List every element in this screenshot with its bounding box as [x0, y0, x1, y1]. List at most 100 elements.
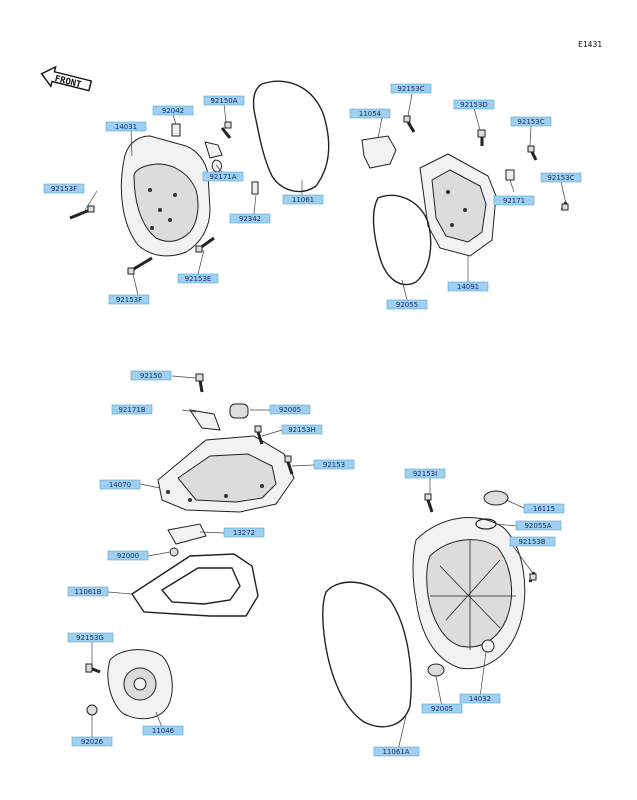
part-number-text: 11054: [359, 110, 382, 118]
part-label[interactable]: 11061: [282, 194, 324, 205]
part-label[interactable]: 92153E: [177, 273, 219, 284]
part-label-box: [459, 693, 501, 704]
part-label[interactable]: 92026: [71, 736, 113, 747]
part-label-box: [404, 468, 446, 479]
part-label[interactable]: 92153D: [453, 99, 495, 110]
part-label[interactable]: 92153H: [281, 424, 323, 435]
leader-line: [132, 273, 139, 296]
bolt-icon: [195, 373, 204, 393]
part-number-text: 92153B: [518, 538, 545, 546]
part-label[interactable]: 11054: [349, 108, 391, 119]
part-label[interactable]: 14091: [447, 281, 489, 292]
part-label[interactable]: 92342: [229, 213, 271, 224]
part-number-text: 92153E: [185, 275, 212, 283]
part-number-text: 13272: [233, 529, 255, 537]
part-label[interactable]: 92153F: [43, 183, 85, 194]
part-label[interactable]: 92153C: [390, 83, 432, 94]
part-label[interactable]: 92153G: [67, 632, 114, 643]
part-number-text: 92150A: [210, 97, 237, 105]
part-label[interactable]: 14070: [99, 479, 141, 490]
oil-seal-b: [427, 663, 445, 677]
part-number-text: 92153I: [413, 470, 437, 478]
part-label[interactable]: 92171A: [202, 171, 244, 182]
part-label[interactable]: 14032: [459, 693, 501, 704]
part-number-text: 16115: [533, 505, 555, 513]
part-label[interactable]: 92153F: [108, 294, 150, 305]
leader-line: [171, 375, 197, 379]
part-number-text: 92171B: [118, 406, 145, 414]
part-label[interactable]: 11046: [142, 725, 184, 736]
leader-line: [401, 279, 408, 301]
leader-line: [130, 129, 133, 157]
leader-line: [253, 194, 257, 215]
part-number-text: 14032: [469, 695, 491, 703]
part-label[interactable]: 13272: [223, 527, 265, 538]
part-label-box: [282, 194, 324, 205]
part-label[interactable]: 16115: [523, 503, 565, 514]
part-label-box: [229, 213, 271, 224]
part-label[interactable]: 92005: [421, 703, 463, 714]
part-number-text: 92005: [279, 406, 301, 414]
leader-line: [509, 179, 515, 193]
bolt-icon: [69, 205, 95, 220]
leader-line: [397, 715, 407, 751]
clip: [505, 169, 515, 181]
part-number-text: 11061A: [382, 748, 409, 756]
part-label-box: [107, 550, 149, 561]
part-label[interactable]: 11061B: [67, 586, 109, 597]
part-label[interactable]: 92171B: [111, 404, 153, 415]
o-ring: [169, 547, 179, 557]
part-label[interactable]: 92042: [152, 105, 194, 116]
pulser-cover-group: [361, 115, 569, 286]
part-label-box: [349, 108, 391, 119]
part-number-text: 14070: [109, 481, 131, 489]
bolt-icon: [403, 115, 416, 133]
leader-line: [197, 249, 205, 275]
part-label[interactable]: 92055: [386, 299, 428, 310]
part-number-text: 92153G: [76, 634, 104, 642]
part-label[interactable]: 92005: [269, 404, 311, 415]
part-number-text: 14091: [457, 283, 479, 291]
cover-gasket-b: [131, 553, 259, 617]
part-label[interactable]: 92055A: [515, 520, 562, 531]
bolt-icon: [254, 425, 264, 445]
leader-line: [479, 651, 487, 698]
part-label-box: [203, 95, 245, 106]
leader-line: [505, 499, 525, 509]
part-label[interactable]: 92000: [107, 550, 149, 561]
generator-cover-group: [69, 80, 330, 275]
part-label[interactable]: 14031: [105, 121, 147, 132]
leader-line: [107, 591, 133, 595]
part-label[interactable]: 92153I: [404, 468, 446, 479]
leader-line: [407, 93, 413, 117]
part-label[interactable]: 92153: [313, 459, 355, 470]
filler-cap: [483, 490, 509, 506]
part-label-box: [281, 424, 323, 435]
part-label-box: [447, 281, 489, 292]
leader-line: [473, 107, 481, 131]
part-label-box: [43, 183, 85, 194]
part-label[interactable]: 92153C: [510, 116, 552, 127]
leader-lines: [84, 93, 567, 751]
part-label[interactable]: 92153B: [509, 536, 556, 547]
part-label[interactable]: 92150: [130, 370, 172, 381]
front-arrow-icon: FRONT: [40, 65, 93, 92]
part-label-box: [523, 503, 565, 514]
small-cover-group: [85, 649, 173, 720]
plug: [86, 704, 98, 716]
generator-gasket: [252, 80, 330, 193]
part-label-box: [373, 746, 420, 757]
part-label[interactable]: 92150A: [203, 95, 245, 106]
part-label[interactable]: 11061A: [373, 746, 420, 757]
part-label[interactable]: 92153C: [540, 172, 582, 183]
part-labels: 14031 92042 92150A 92171A 92153F 92342 9…: [43, 83, 582, 757]
part-number-text: 92026: [81, 738, 104, 746]
clamp-b: [188, 409, 221, 431]
leader-line: [377, 117, 383, 139]
part-label[interactable]: 92171: [493, 195, 535, 206]
bolt-icon: [424, 493, 434, 513]
plate: [167, 523, 207, 545]
part-label-box: [540, 172, 582, 183]
part-label-box: [510, 116, 552, 127]
